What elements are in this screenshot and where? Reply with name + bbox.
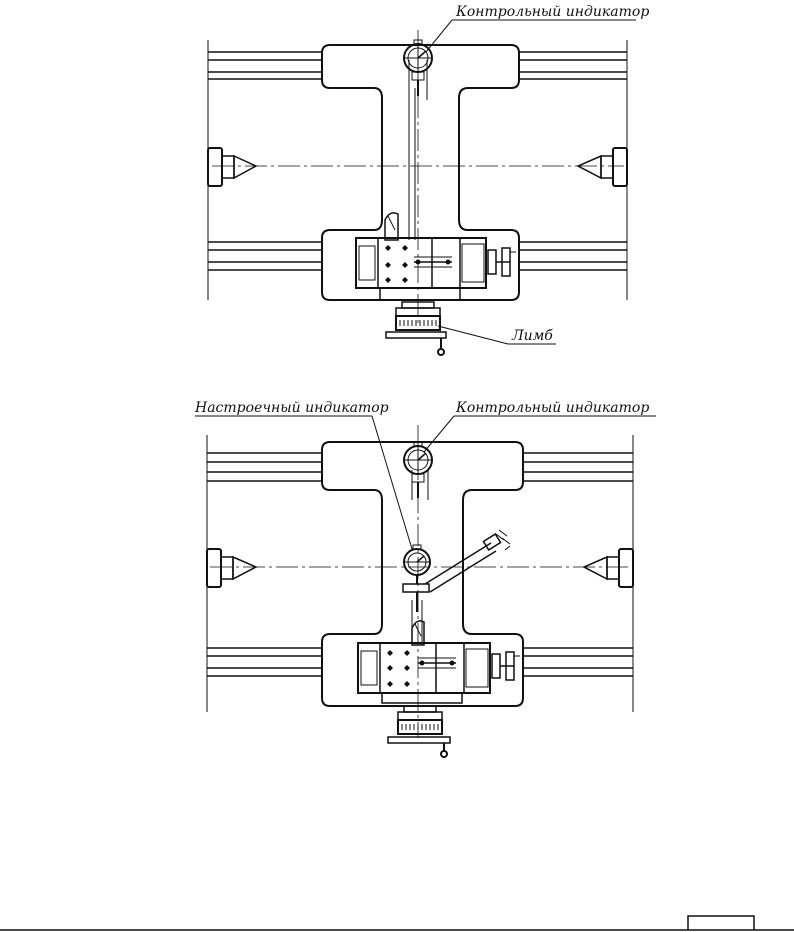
top-lower-rails <box>208 241 627 271</box>
top-tool-slide <box>355 237 516 301</box>
setup-indicator-label: Настроечный индикатор <box>194 400 389 416</box>
top-left-centre <box>207 147 258 187</box>
bottom-lower-rails <box>207 647 633 677</box>
bottom-upper-rails <box>207 452 633 482</box>
top-carriage-body <box>321 44 520 301</box>
bottom-setup-indicator <box>402 529 511 612</box>
bottom-label-setup-indicator: Настроечный индикатор <box>194 400 413 550</box>
top-cutting-tool <box>384 212 399 241</box>
bottom-right-centre <box>582 548 634 588</box>
bottom-cutting-tool <box>411 620 425 646</box>
top-limb <box>385 301 447 356</box>
top-right-centre <box>576 147 628 187</box>
top-control-indicator <box>403 39 433 96</box>
limb-label: Лимб <box>511 328 553 344</box>
bottom-left-centre <box>206 548 258 588</box>
bottom-limb <box>387 705 451 758</box>
top-label-control-indicator: Контрольный индикатор <box>425 4 649 53</box>
bottom-control-indicator <box>403 441 433 498</box>
control-indicator-label: Контрольный индикатор <box>455 4 649 20</box>
bottom-control-indicator-label: Контрольный индикатор <box>455 400 649 416</box>
bottom-label-control-indicator: Контрольный индикатор <box>423 400 656 453</box>
figure-top: Контрольный индикатор Лимб <box>207 4 649 356</box>
top-upper-rails <box>208 51 627 80</box>
top-label-limb: Лимб <box>437 325 556 345</box>
bottom-tool-slide <box>357 642 520 704</box>
figure-bottom: Настроечный индикатор Контрольный индика… <box>194 400 656 758</box>
page-frame-footer <box>0 915 794 931</box>
